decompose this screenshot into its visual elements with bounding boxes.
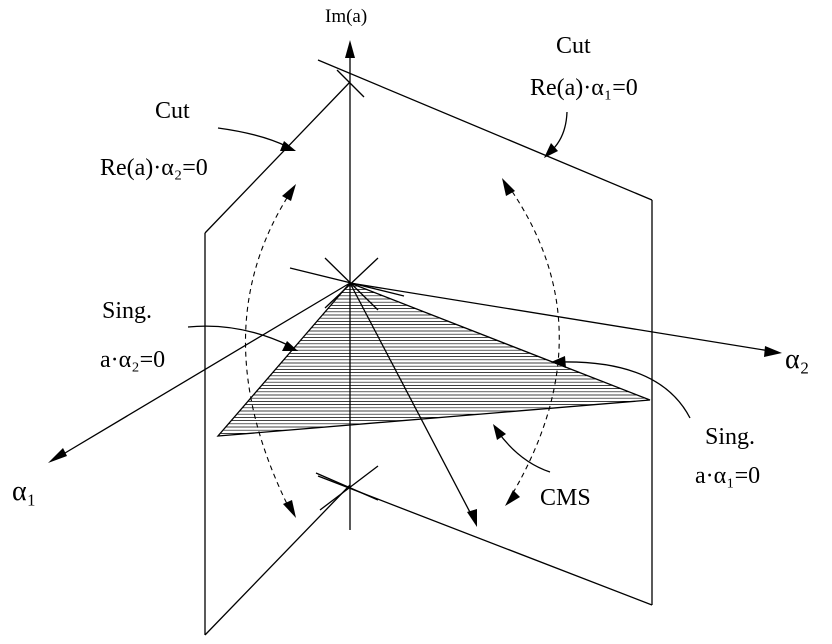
cut-plane-left [204,81,351,636]
cut-plane-right [317,59,653,606]
cms-label: CMS [540,485,591,511]
im-axis [345,40,355,530]
cut-right-title: Cut [556,33,591,59]
dashed-arc-right [502,178,560,506]
alpha2-axis-label: α₂ [785,344,809,375]
cut-left-title: Cut [155,98,190,124]
callout-sing-right [551,356,691,419]
alpha1-axis-label: α₁ [12,476,36,507]
cms-shaded-region [216,282,651,437]
sing-right-title: Sing. [705,424,755,450]
sing-left-title: Sing. [102,298,152,324]
cut-right-equation: Re(a)·α₁=0 [530,75,638,101]
callout-sing-left [187,325,298,351]
callout-cms [493,424,551,473]
callout-cut-left [217,127,296,151]
sing-right-equation: a·α₁=0 [695,463,760,489]
crossing-marks [289,69,405,511]
dashed-arc-left [245,184,296,518]
callout-cut-right [544,111,568,158]
sing-left-equation: a·α₂=0 [100,347,165,373]
alpha1-axis [48,282,351,463]
alpha2-axis [349,282,782,357]
cut-left-equation: Re(a)·α₂=0 [100,155,208,181]
im-axis-label: Im(a) [325,6,367,27]
cms-direction-line [349,282,477,527]
